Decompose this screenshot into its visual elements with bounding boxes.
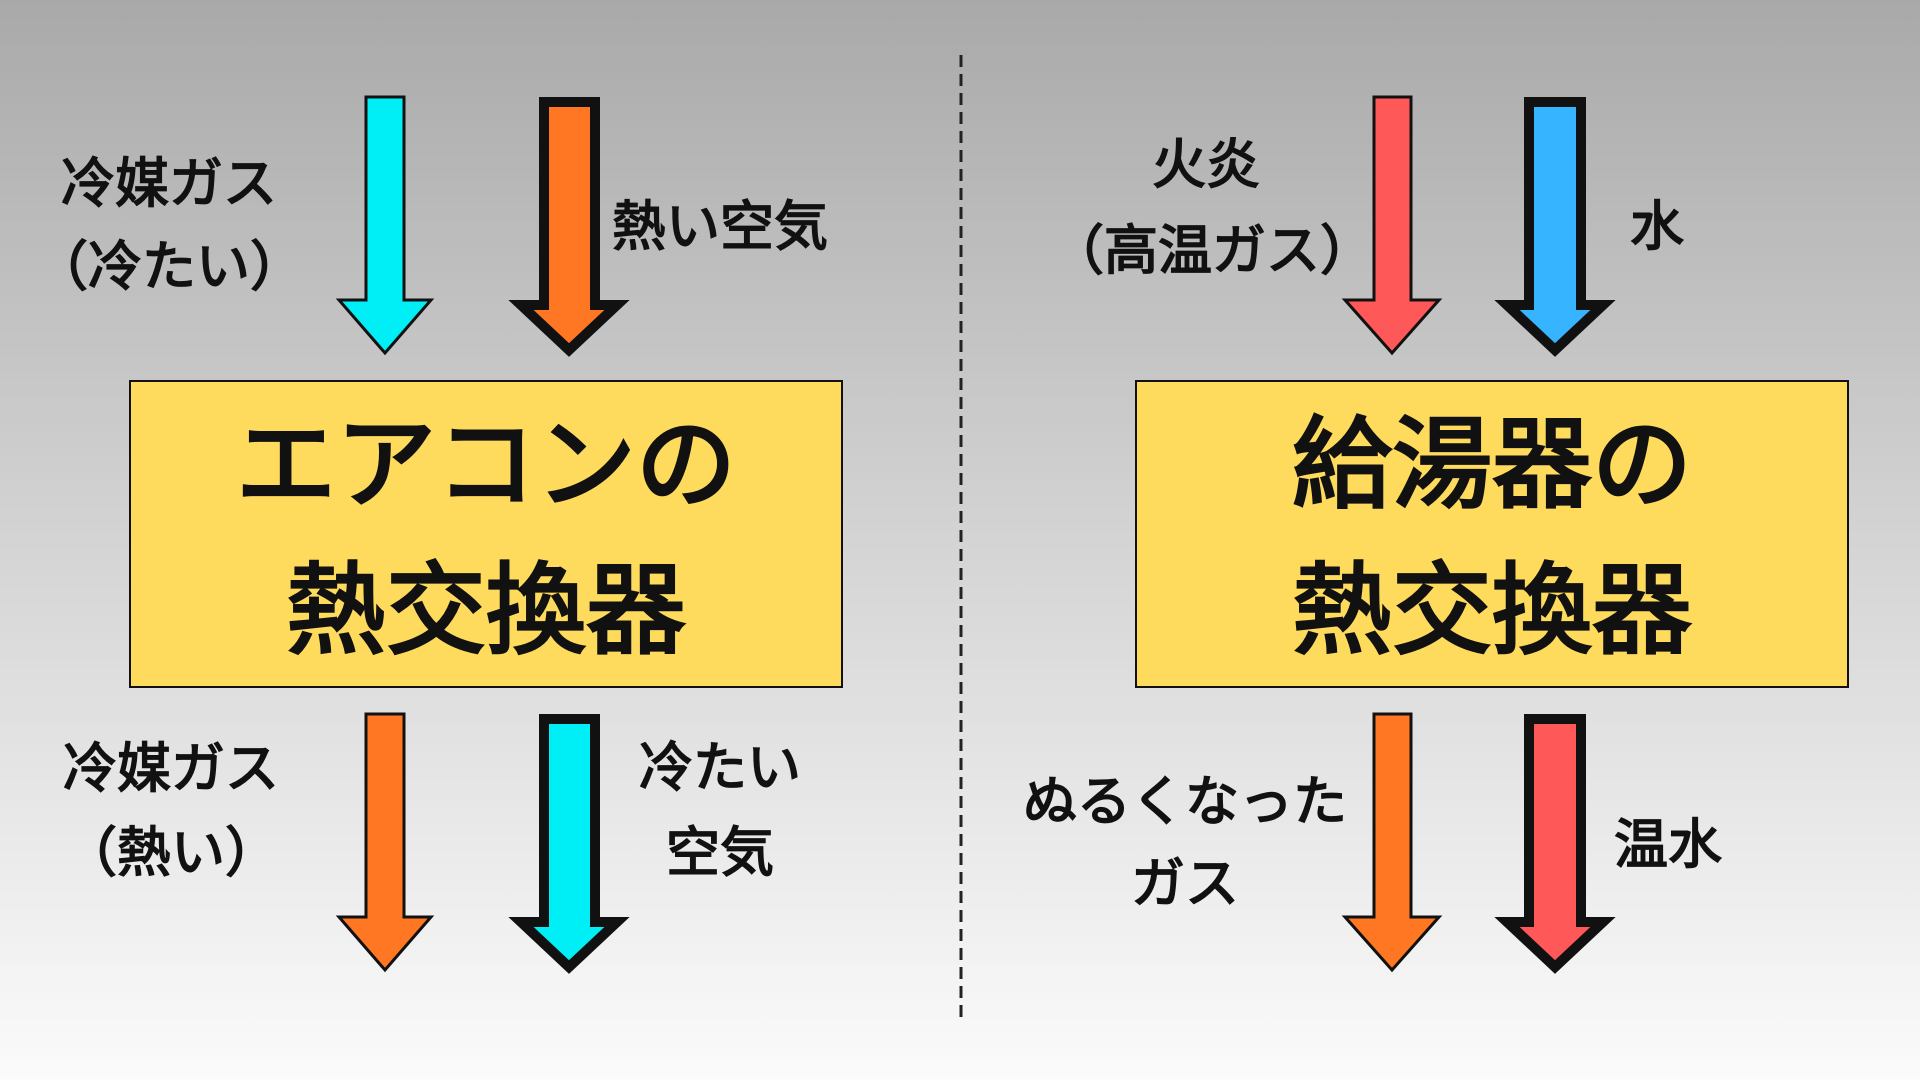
label-refrigerant-gas-out: 冷媒ガス (63, 737, 279, 800)
arrow-cold-air-out (508, 714, 630, 974)
label-hot: （熱い） (63, 821, 279, 884)
label-hot-water: 温水 (1614, 813, 1722, 876)
arrow-refrigerant-cold-in (335, 95, 435, 356)
box-title-line2: 熱交換器 (286, 552, 686, 669)
aircon-heat-exchanger-box: エアコンの 熱交換器 (129, 380, 843, 688)
arrow-water-in (1494, 97, 1616, 357)
label-high-temp-gas: （高温ガス） (1050, 219, 1374, 282)
label-water: 水 (1630, 195, 1684, 258)
label-gas-out: ガス (1131, 852, 1239, 915)
arrow-hot-water-out (1494, 714, 1616, 974)
label-flame: 火炎 (1152, 133, 1260, 196)
arrow-hot-air-in (508, 97, 630, 357)
arrow-flame-in (1341, 95, 1443, 356)
box-title-line1: 給湯器の (1292, 406, 1692, 523)
label-hot-air: 熱い空気 (612, 195, 828, 258)
arrow-lukewarm-gas-out (1341, 712, 1443, 973)
arrow-refrigerant-hot-out (335, 712, 435, 973)
label-cold-out: 冷たい (639, 736, 801, 799)
label-lukewarm: ぬるくなった (1023, 770, 1347, 833)
box-title-line1: エアコンの (236, 406, 736, 523)
label-refrigerant-gas: 冷媒ガス (61, 152, 277, 215)
box-title-line2: 熱交換器 (1292, 552, 1692, 669)
label-air-out: 空気 (666, 821, 774, 884)
label-cold: （冷たい） (34, 235, 304, 298)
water-heater-heat-exchanger-box: 給湯器の 熱交換器 (1135, 380, 1849, 688)
